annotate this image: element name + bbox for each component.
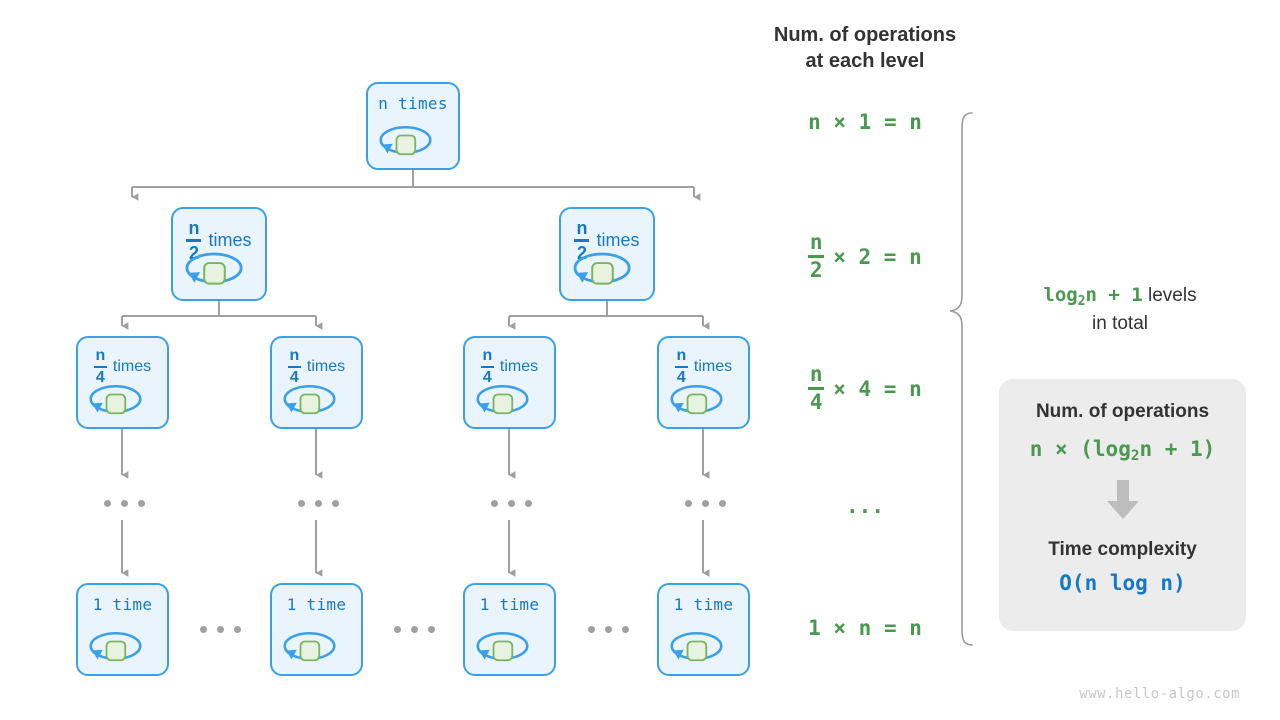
node-label-text: 1 time: [479, 595, 540, 614]
self-loop-icon: [670, 384, 723, 415]
levels-note-line2: in total: [1092, 312, 1148, 334]
formula-text: × 4 = n: [833, 376, 922, 401]
node-label-text: times: [596, 229, 640, 250]
fraction-bar: [186, 239, 202, 242]
self-loop-icon: [573, 252, 631, 285]
tree-node-l3a: 1 time: [76, 583, 169, 676]
fraction-bar: [808, 255, 825, 258]
watermark: www.hello-algo.com: [1079, 686, 1240, 702]
summary-card-heading-complexity: Time complexity: [1048, 539, 1197, 560]
fraction-bar: [574, 239, 590, 242]
summary-card-heading-operations: Num. of operations: [1035, 401, 1210, 422]
horizontal-ellipsis-0: [200, 626, 241, 633]
levels-suffix: levels: [1142, 285, 1197, 306]
formula-text: 1 × n = n: [808, 616, 922, 640]
operations-formula-row3: ...: [770, 494, 960, 518]
self-loop-icon: [379, 125, 432, 156]
self-loop-icon: [89, 631, 142, 662]
node-label: n times: [368, 94, 458, 113]
vertical-ellipsis-2: [491, 500, 532, 507]
self-loop-icon: [283, 384, 336, 415]
fraction-bar: [674, 366, 688, 368]
self-loop-icon: [89, 384, 142, 415]
fraction-bar: [480, 366, 494, 368]
tree-node-root: n times: [366, 82, 460, 170]
node-label-text: times: [208, 229, 252, 250]
operations-formula-row0: n × 1 = n: [770, 110, 960, 134]
node-label: 1 time: [465, 595, 554, 614]
down-arrow-icon: [1106, 480, 1139, 519]
self-loop-icon: [476, 631, 529, 662]
summary-card: Num. of operations n × (log2n + 1) Time …: [999, 379, 1246, 631]
operations-column-title-line1: Num. of operations: [773, 24, 957, 46]
node-label: 1 time: [659, 595, 748, 614]
fraction-bar: [287, 366, 301, 368]
tree-node-l3c: 1 time: [463, 583, 556, 676]
node-label-text: times: [499, 358, 539, 375]
node-label: 1 time: [78, 595, 167, 614]
node-label-text: 1 time: [286, 595, 347, 614]
vertical-ellipsis-0: [104, 500, 145, 507]
operations-column-title-line2: at each level: [805, 50, 925, 72]
horizontal-ellipsis-2: [588, 626, 629, 633]
formula-text: × 2 = n: [833, 244, 922, 269]
summary-card-complexity-result: O(n log n): [1059, 571, 1186, 595]
node-label: 1 time: [272, 595, 361, 614]
node-label-text: n times: [378, 94, 448, 113]
tree-node-l3d: 1 time: [657, 583, 750, 676]
fraction-bar: [808, 387, 825, 390]
operations-column-title: Num. of operations at each level: [740, 22, 990, 74]
summary-card-operations-formula: n × (log2n + 1): [1029, 437, 1216, 464]
node-label-text: times: [112, 358, 152, 375]
node-label-text: times: [306, 358, 346, 375]
fraction-bar: [93, 366, 107, 368]
self-loop-icon: [476, 384, 529, 415]
vertical-ellipsis-1: [298, 500, 339, 507]
levels-in-total-note: log2n + 1 levels in total: [990, 282, 1250, 337]
self-loop-icon: [670, 631, 723, 662]
formula-text: ...: [846, 494, 884, 518]
operations-formula-row4: 1 × n = n: [770, 616, 960, 640]
horizontal-ellipsis-1: [394, 626, 435, 633]
formula-text: n × 1 = n: [808, 110, 922, 134]
node-label-text: 1 time: [673, 595, 734, 614]
tree-node-l3b: 1 time: [270, 583, 363, 676]
node-label-text: times: [693, 358, 733, 375]
self-loop-icon: [283, 631, 336, 662]
levels-formula: log2n + 1: [1043, 284, 1143, 309]
node-label-text: 1 time: [92, 595, 153, 614]
vertical-ellipsis-3: [685, 500, 726, 507]
self-loop-icon: [185, 252, 243, 285]
